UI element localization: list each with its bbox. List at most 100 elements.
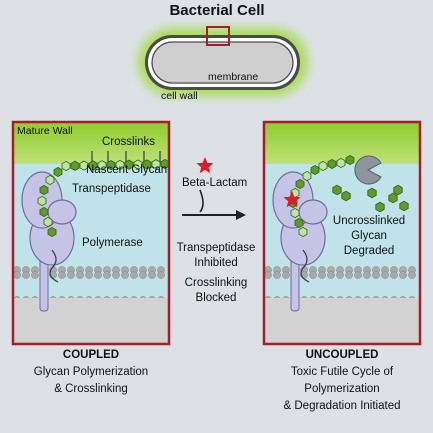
nascent-glycan-label: Nascent Glycan (86, 164, 168, 176)
coupled-line1: Glycan Polymerization (33, 366, 149, 378)
glycan-unit (290, 207, 300, 219)
glycan-unit (97, 160, 107, 171)
lipid-head (76, 271, 84, 279)
uncoupled-line2: Polymerization (304, 383, 380, 395)
degraded-line2: Glycan (351, 230, 387, 242)
lipid-head (309, 271, 317, 279)
glycan-unit (61, 160, 71, 172)
drug-curve (199, 189, 204, 213)
lipid-head (363, 271, 371, 279)
glycan-unit (310, 164, 320, 176)
coupled-frame (11, 120, 171, 346)
lipid-head (94, 271, 102, 279)
mature-wall (13, 122, 169, 164)
lipid-head (58, 271, 66, 279)
nascent-glycan (37, 158, 170, 238)
glycan-fragment (332, 184, 342, 196)
glycan-unit (295, 178, 305, 190)
lipid-head (103, 271, 111, 279)
uncoupled-heading: UNCOUPLED (305, 349, 379, 361)
glycan-unit (37, 195, 47, 207)
glycan-unit (302, 170, 312, 182)
zoom-box (206, 26, 230, 46)
membrane-label: membrane (208, 71, 259, 83)
coupled-line2: & Crosslinking (54, 383, 128, 395)
blocked-line1: Crosslinking (184, 277, 248, 289)
coupled-heading: COUPLED (62, 349, 120, 361)
uncoupled-panel (264, 122, 420, 344)
glycan-unit (106, 160, 116, 171)
glycan-unit (115, 159, 125, 170)
lipid-head (85, 271, 93, 279)
lipid-head (13, 271, 21, 279)
lipid-head (157, 271, 165, 279)
glycan-fragments (332, 184, 409, 213)
blocked-line2: Blocked (195, 292, 237, 304)
inhibited-line2: Inhibited (194, 257, 238, 269)
glycan-unit (124, 159, 134, 170)
glycan-unit (53, 166, 63, 178)
lipid-head (354, 271, 362, 279)
lipid-head (31, 271, 39, 279)
uncoupled-line1: Toxic Futile Cycle of (290, 366, 394, 378)
glycan-unit (133, 159, 143, 170)
lipid-head (408, 271, 416, 279)
lipid-head (399, 271, 407, 279)
glycan-unit (70, 160, 80, 171)
lipid-head (67, 271, 75, 279)
glycan-fragment (399, 200, 409, 212)
coupled-panel (13, 122, 170, 344)
glycan-unit (79, 160, 89, 171)
degraded-line1: Uncrosslinked (332, 215, 406, 227)
glycan-fragment (341, 190, 351, 202)
mature-wall-label: Mature Wall (17, 125, 73, 137)
lipid-head (381, 271, 389, 279)
polymerase-label: Polymerase (82, 237, 143, 249)
degraded-line3: Degraded (343, 245, 395, 257)
degrading-enzyme (354, 155, 382, 185)
lipid-head (148, 271, 156, 279)
inhibited-line1: Transpeptidase (176, 242, 256, 254)
lipid-head (345, 271, 353, 279)
lipid-head (22, 271, 30, 279)
glycan-unit (39, 184, 49, 196)
glycan-unit (294, 217, 304, 229)
lipid-head (372, 271, 380, 279)
uncrosslinked-glycan (288, 154, 355, 238)
glycan-fragment (375, 201, 385, 213)
crosslinks-label: Crosslinks (102, 136, 156, 148)
beta-lactam-label: Beta-Lactam (182, 177, 248, 189)
transpeptidase-label: Transpeptidase (72, 183, 151, 195)
glycan-unit (151, 159, 161, 170)
lipid-head (327, 271, 335, 279)
cell-membrane (151, 41, 294, 84)
lipid-head (273, 271, 281, 279)
title: Bacterial Cell (169, 2, 265, 19)
glycan-unit (336, 157, 346, 169)
lipid-head (139, 271, 147, 279)
lipid-head (336, 271, 344, 279)
glycan-unit (45, 174, 55, 186)
glycan-unit (43, 216, 53, 228)
lipid-head (282, 271, 290, 279)
glycan-unit (142, 159, 152, 170)
inhibition-arrow (182, 210, 246, 220)
mature-wall-right (264, 122, 420, 164)
beta-lactam-star (196, 157, 214, 174)
lipid-head (112, 271, 120, 279)
glycan-unit (318, 160, 328, 172)
lipid-head (318, 271, 326, 279)
lipid-head (264, 271, 272, 279)
glycan-fragment (393, 184, 403, 196)
glycan-fragment (388, 192, 398, 204)
glycan-unit (345, 154, 355, 166)
cell-wall-label: cell wall (161, 90, 198, 102)
glycan-unit (298, 226, 308, 238)
glycan-unit (88, 160, 98, 171)
lipid-head (130, 271, 138, 279)
lipid-head (121, 271, 129, 279)
glycan-unit (39, 206, 49, 218)
glycan-fragment (367, 187, 377, 199)
